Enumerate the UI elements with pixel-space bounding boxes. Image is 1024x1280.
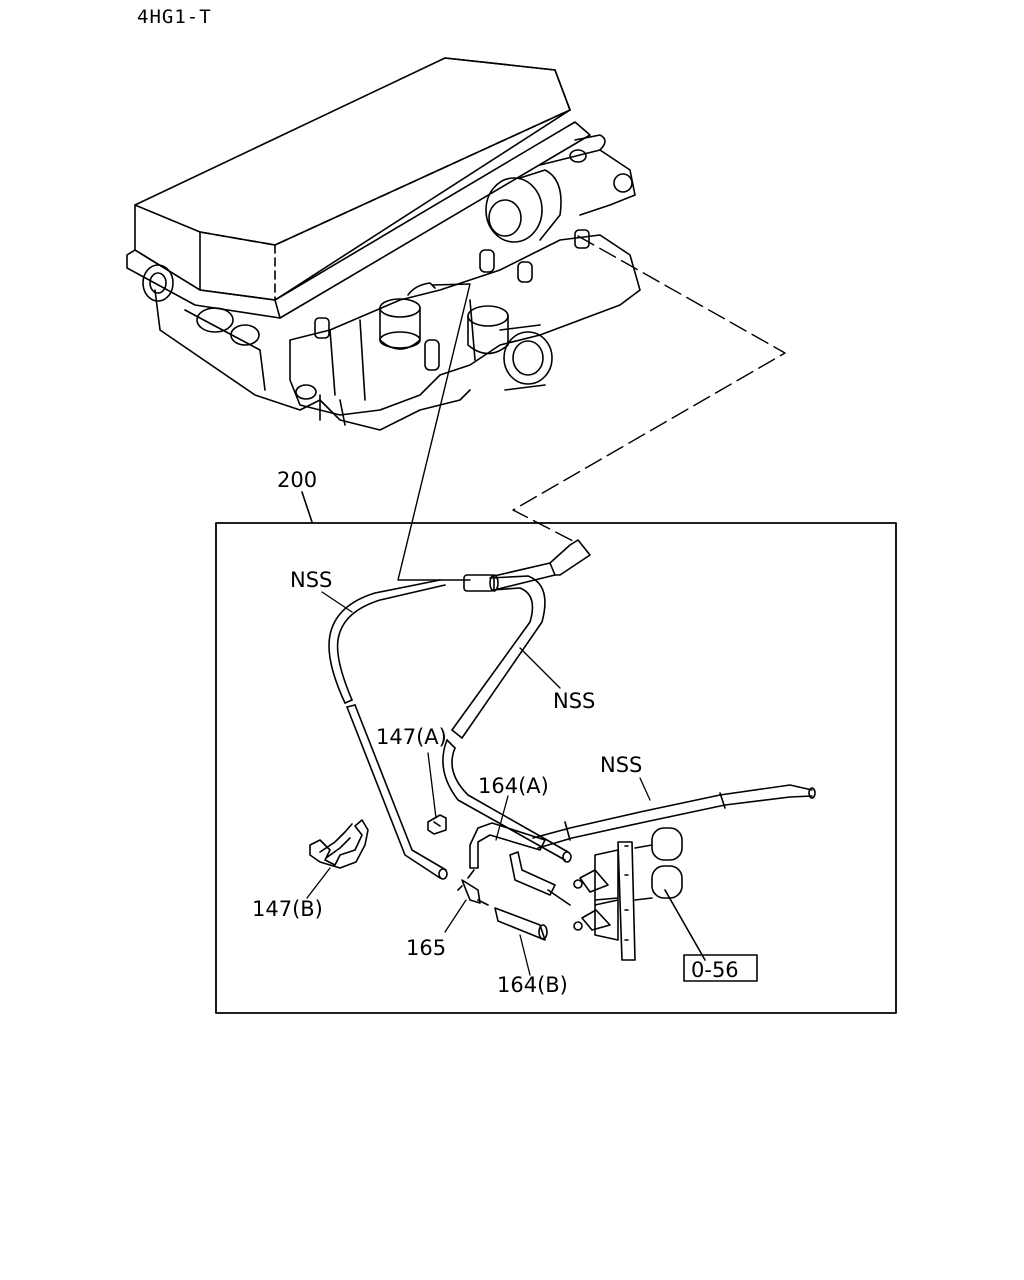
assembly-box: [215, 522, 897, 1014]
nss-label-left: NSS: [290, 568, 332, 592]
vacuum-connector-top: [463, 539, 591, 592]
connection-leader-lines: [397, 235, 786, 581]
nss-label-center: NSS: [553, 689, 595, 713]
assembly-leader: [301, 491, 313, 523]
connector-165-label: 165: [406, 936, 446, 960]
ref-label: 0-56: [691, 958, 739, 982]
vacuum-hose-nss-right: [532, 784, 816, 849]
hose-164a-label: 164(A): [478, 774, 549, 798]
clip-147b-label: 147(B): [252, 897, 323, 921]
clip-147b: [309, 819, 369, 869]
model-code: 4HG1-T: [137, 6, 212, 28]
engine-illustration: [126, 57, 641, 431]
ref-box: [683, 954, 758, 982]
hose-164b-label: 164(B): [497, 973, 568, 997]
hose-164a: [469, 822, 571, 906]
nss-label-right: NSS: [600, 753, 642, 777]
vacuum-hose-nss-center: [442, 575, 572, 863]
label-leaders: [306, 591, 651, 976]
tee-connector-165: [457, 869, 489, 906]
clip-147a: [427, 814, 447, 835]
hose-164b: [494, 907, 548, 941]
vsv-solenoid-valves: [573, 827, 706, 961]
vacuum-hose-nss-left: [328, 579, 448, 880]
assembly-label: 200: [277, 468, 317, 492]
clip-147a-label: 147(A): [376, 725, 447, 749]
